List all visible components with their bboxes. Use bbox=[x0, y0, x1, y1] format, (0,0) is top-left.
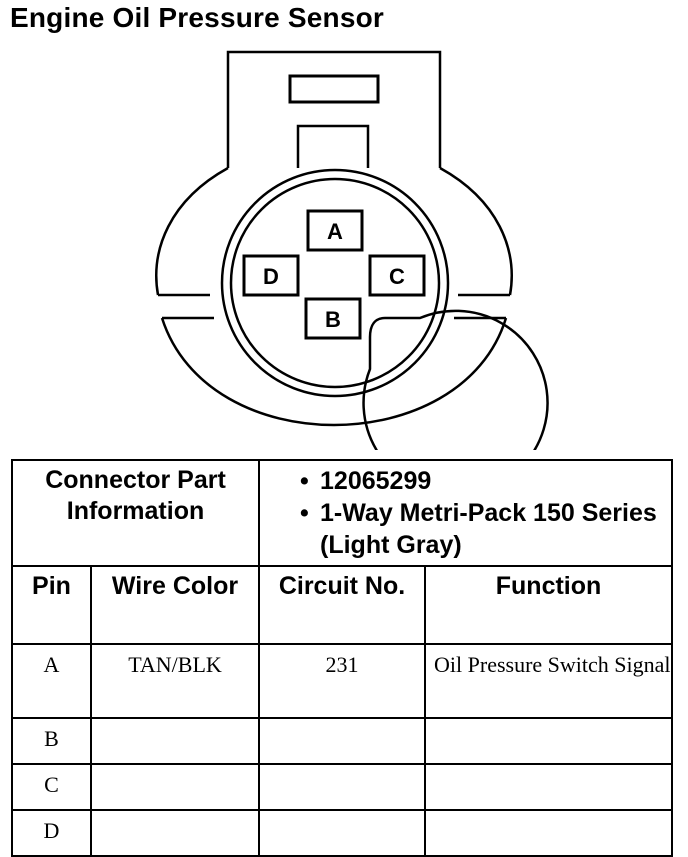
part-number: 12065299 bbox=[300, 465, 671, 497]
connector-info-table: Connector Part Information 12065299 1-Wa… bbox=[10, 459, 674, 857]
connector-diagram: A B C D bbox=[155, 50, 549, 450]
pin-label-a: A bbox=[327, 219, 343, 244]
pin-cell: B bbox=[11, 717, 92, 765]
pin-box-b bbox=[304, 297, 362, 340]
wire-color-cell: TAN/BLK bbox=[89, 643, 261, 719]
col-header-function: Function bbox=[424, 565, 674, 645]
wire-color-cell bbox=[89, 717, 261, 765]
pin-label-b: B bbox=[325, 307, 341, 332]
col-header-wire-color: Wire Color bbox=[89, 565, 261, 645]
table-row: B bbox=[11, 717, 674, 765]
latch-neck bbox=[296, 124, 370, 168]
pin-box-d bbox=[242, 254, 300, 297]
connector-latch bbox=[226, 50, 442, 168]
page-title: Engine Oil Pressure Sensor bbox=[10, 2, 384, 33]
table-row: C bbox=[11, 763, 674, 811]
circuit-cell: 231 bbox=[258, 643, 427, 719]
wire-color-cell bbox=[89, 763, 261, 811]
pin-cell: A bbox=[11, 643, 92, 719]
pin-label-d: D bbox=[263, 264, 279, 289]
latch-slot bbox=[288, 74, 380, 104]
connector-outer-shell bbox=[155, 166, 229, 296]
table-row: D bbox=[11, 809, 674, 857]
column-header-row: Pin Wire Color Circuit No. Function bbox=[11, 565, 674, 645]
circuit-cell bbox=[258, 809, 427, 857]
function-cell: Oil Pressure Switch Signal bbox=[424, 643, 674, 719]
col-header-circuit: Circuit No. bbox=[258, 565, 427, 645]
connector-ring-mid bbox=[229, 177, 441, 389]
circuit-cell bbox=[258, 763, 427, 811]
pin-cell: D bbox=[11, 809, 92, 857]
table-row: A TAN/BLK 231 Oil Pressure Switch Signal bbox=[11, 643, 674, 719]
part-info-label: Connector Part Information bbox=[10, 459, 261, 567]
pin-box-c bbox=[368, 254, 426, 297]
connector-ring-outer bbox=[220, 168, 450, 398]
wire-color-cell bbox=[89, 809, 261, 857]
pin-cell: C bbox=[11, 763, 92, 811]
part-info-row: Connector Part Information 12065299 1-Wa… bbox=[10, 459, 674, 567]
part-series: 1-Way Metri-Pack 150 Series (Light Gray) bbox=[300, 497, 671, 561]
connector-bottom-shell bbox=[160, 317, 508, 427]
function-cell bbox=[424, 809, 674, 857]
pin-box-a bbox=[306, 209, 364, 252]
function-cell bbox=[424, 763, 674, 811]
part-info-values: 12065299 1-Way Metri-Pack 150 Series (Li… bbox=[258, 459, 674, 567]
pin-label-c: C bbox=[389, 264, 405, 289]
circuit-cell bbox=[258, 717, 427, 765]
connector-ring-inner bbox=[362, 309, 549, 450]
col-header-pin: Pin bbox=[11, 565, 92, 645]
function-cell bbox=[424, 717, 674, 765]
